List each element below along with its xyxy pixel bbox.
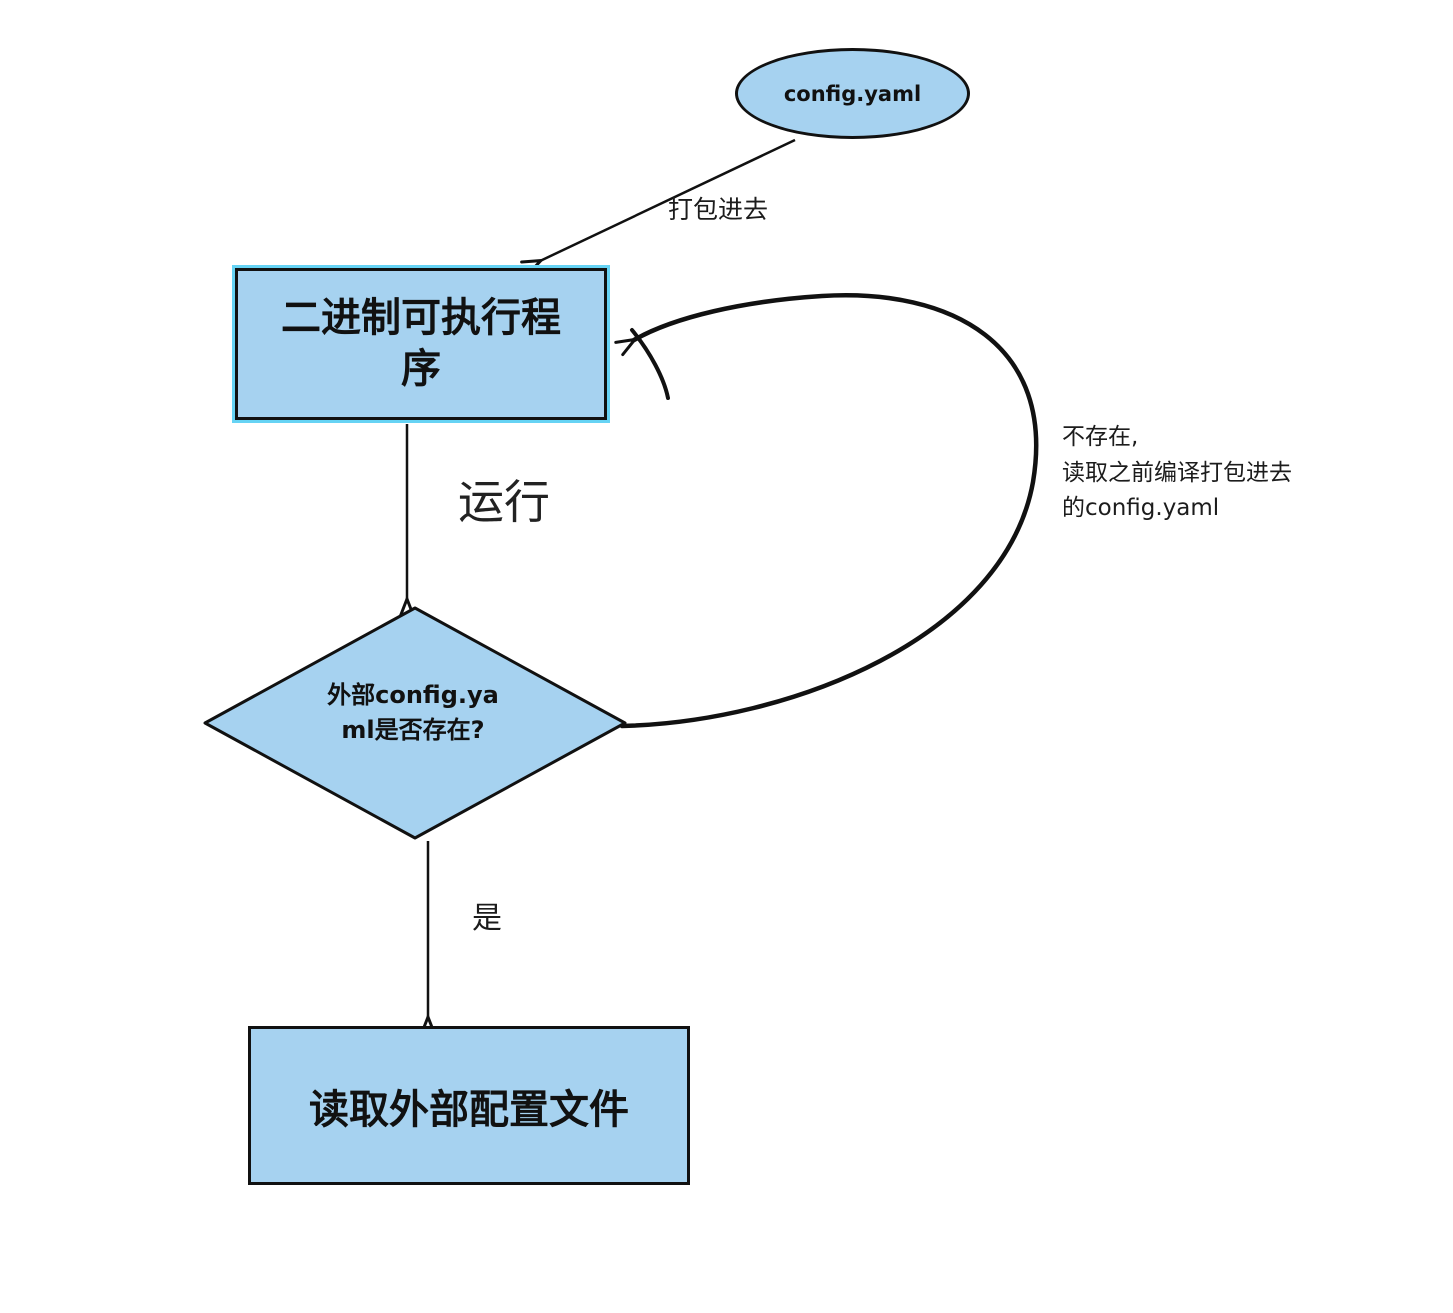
edge-label-not-exist: 不存在, 读取之前编译打包进去 的config.yaml <box>1062 420 1372 527</box>
node-config-yaml[interactable]: config.yaml <box>735 48 970 139</box>
node-config-exists-label: 外部config.yaml是否存在? <box>327 681 499 744</box>
edge-label-not-exist-line2: 读取之前编译打包进去 <box>1062 459 1292 486</box>
node-binary-program-label: 二进制可执行程序 <box>281 294 561 392</box>
edge-label-run: 运行 <box>458 475 550 529</box>
edge-label-not-exist-line3: 的config.yaml <box>1062 495 1220 522</box>
node-binary-program[interactable]: 二进制可执行程序 <box>235 268 607 420</box>
edge-label-not-exist-line1: 不存在, <box>1062 424 1139 450</box>
node-read-external-label: 读取外部配置文件 <box>309 1086 629 1133</box>
edge-not-exist-loop[interactable] <box>622 293 1039 729</box>
edge-not-exist-loop-tail <box>630 328 670 400</box>
node-read-external[interactable]: 读取外部配置文件 <box>248 1026 690 1185</box>
edge-label-pack-in: 打包进去 <box>668 195 769 224</box>
edge-pack-into-binary[interactable] <box>540 138 796 261</box>
node-config-yaml-label: config.yaml <box>783 81 922 106</box>
decision-diamond-shape[interactable] <box>203 606 627 840</box>
edge-label-yes: 是 <box>472 901 502 936</box>
